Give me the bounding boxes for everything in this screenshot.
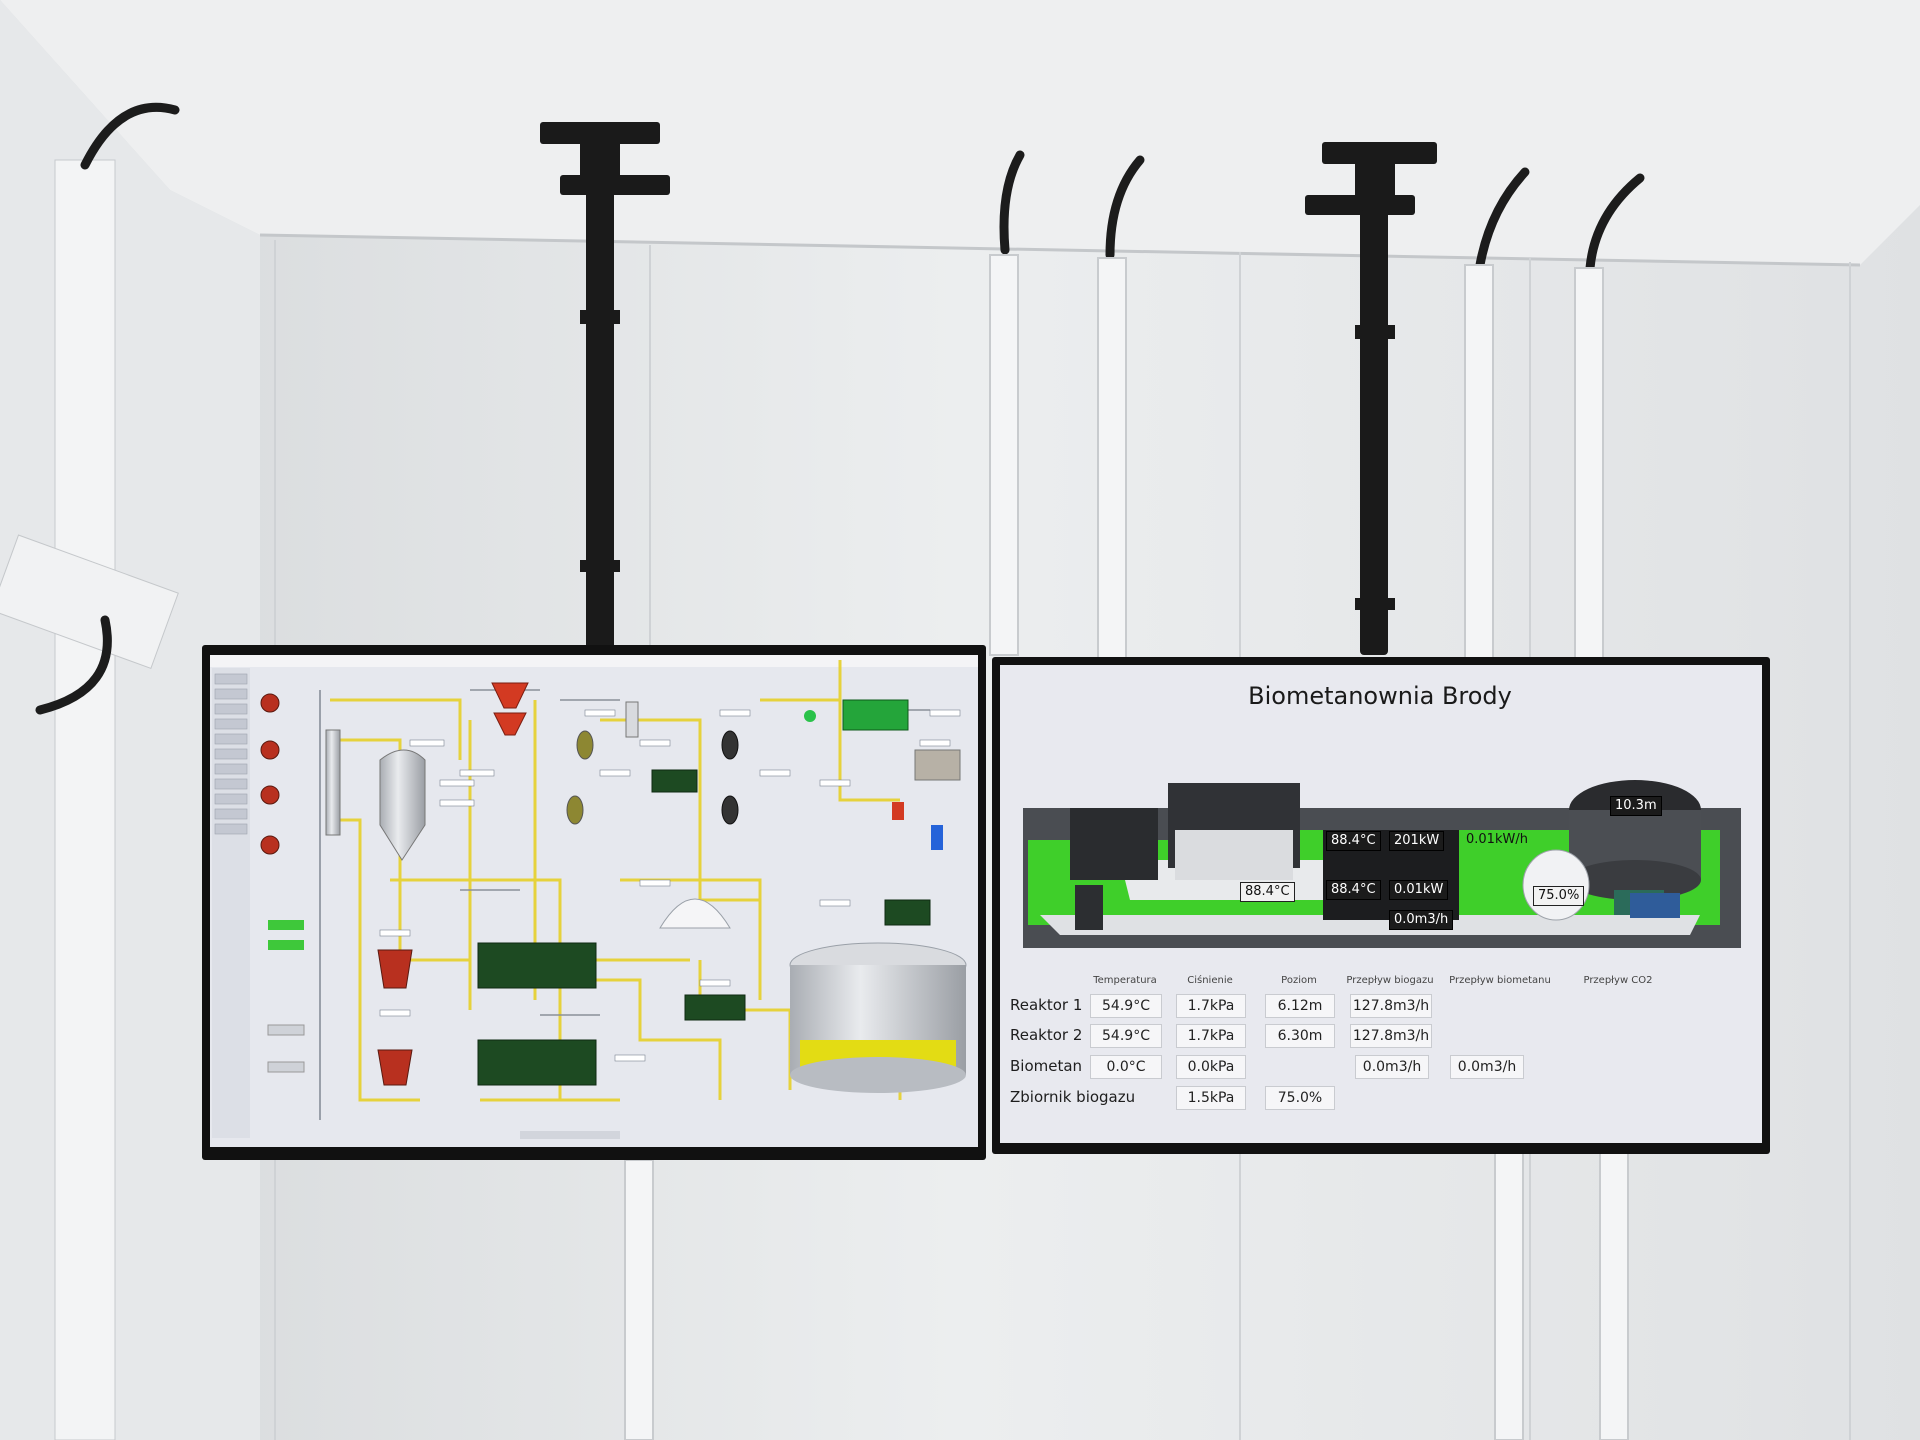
cables [35, 102, 1645, 715]
ceiling-mount-left [540, 122, 670, 650]
right-monitor [992, 657, 1770, 1154]
cable-ducts [624, 254, 1629, 1440]
biogas-storage-tank [789, 942, 967, 1093]
ceiling [0, 0, 1920, 265]
ceiling-mount-right [1305, 142, 1437, 655]
green-modules [477, 769, 931, 1086]
feeder-tanks [260, 693, 280, 855]
left-monitor [202, 645, 986, 1160]
